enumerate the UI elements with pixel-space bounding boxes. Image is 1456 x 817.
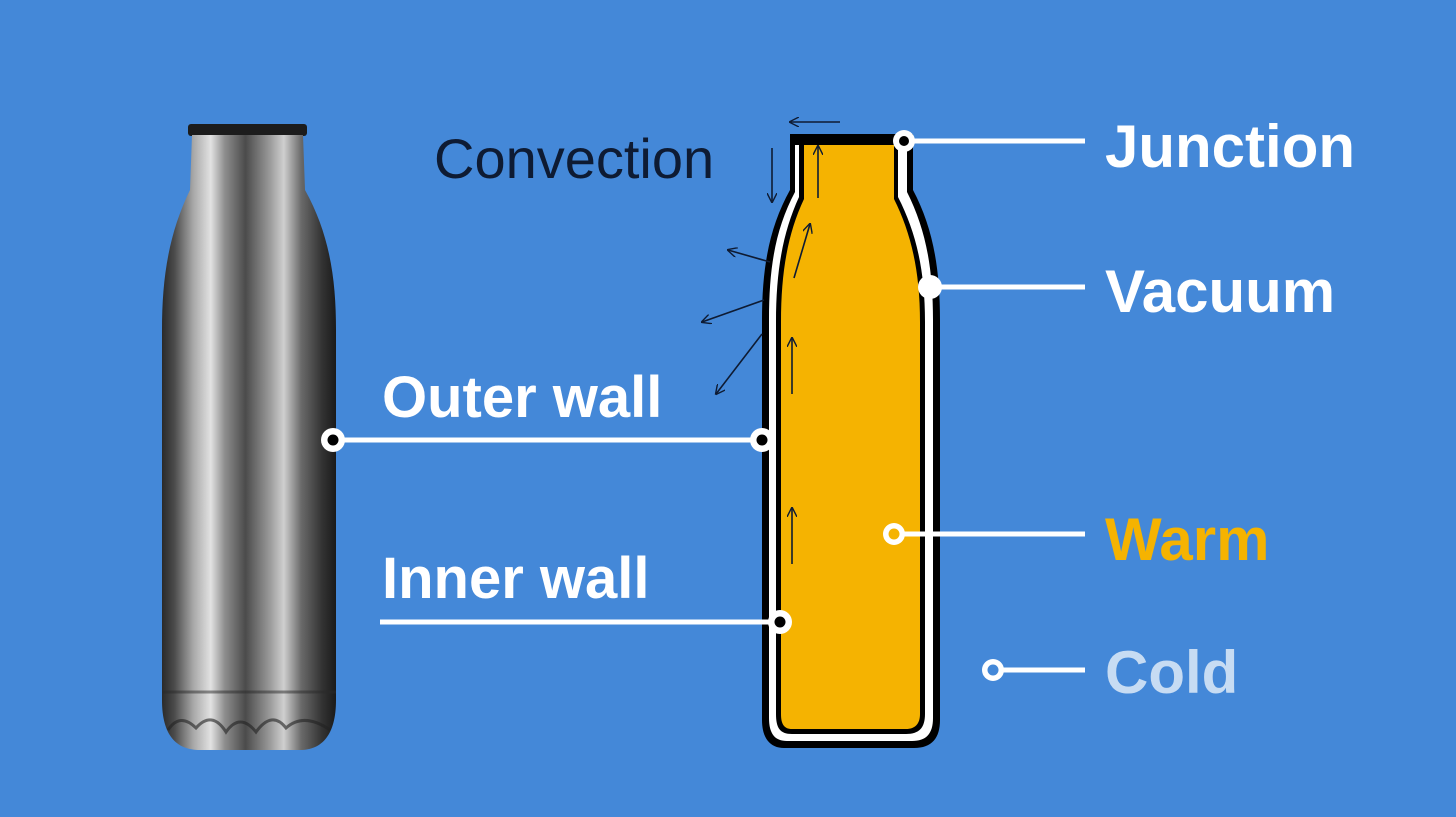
cold-marker [982,659,1004,681]
vacuum-marker [918,275,942,299]
warm-marker [883,523,905,545]
inner-wall-label: Inner wall [382,546,650,611]
outer-wall-label: Outer wall [382,365,663,430]
steel-bottle-icon [162,124,336,750]
junction-label: Junction [1105,113,1355,180]
warm-fluid [781,145,920,729]
cold-label: Cold [1105,639,1239,706]
outer-wall-marker-left [321,428,345,452]
warm-label: Warm [1105,506,1270,573]
convection-label: Convection [434,127,715,190]
vacuum-label: Vacuum [1105,258,1336,325]
junction-marker [893,130,915,152]
bottle-cross-section [762,134,940,748]
outer-wall-marker-right [750,428,774,452]
inner-wall-marker [768,610,792,634]
convection-arrows [702,122,840,564]
leader-lines [333,138,1085,673]
